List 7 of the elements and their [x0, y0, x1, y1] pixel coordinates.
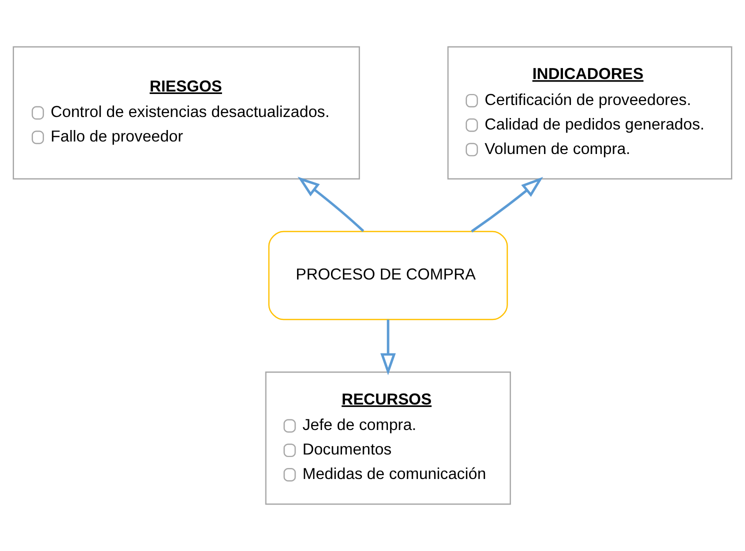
arrow [380, 320, 396, 376]
node-box: RECURSOS Jefe de compra. Documentos Medidas de comunicación [265, 371, 511, 505]
node-box: RIESGOS Control de existencias desactualizados. Fallo de proveedor [12, 46, 360, 180]
arrow [298, 176, 364, 232]
arrow [470, 176, 544, 232]
node-box: INDICADORES Certificación de proveedores. Calidad de pedidos generados. Volumen de compra. [447, 46, 732, 180]
node-box: PROCESO DE COMPRA [268, 230, 508, 320]
